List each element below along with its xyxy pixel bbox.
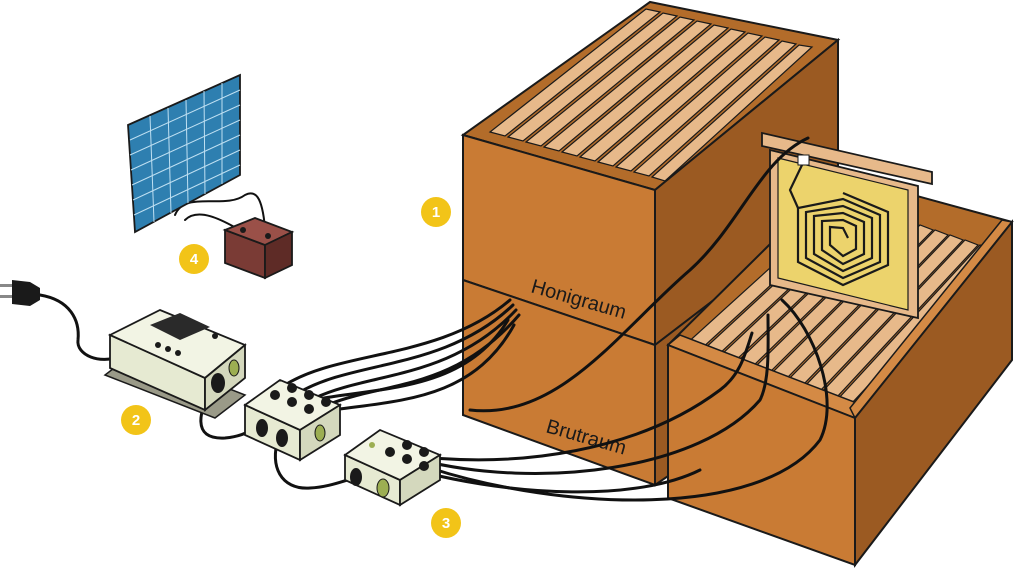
marker-2-number: 2: [132, 412, 140, 429]
junction-box-2: [343, 428, 442, 507]
battery: [222, 217, 295, 280]
marker-1: 1: [421, 197, 451, 227]
marker-1-number: 1: [432, 204, 440, 221]
marker-2: 2: [121, 405, 151, 435]
open-box-side: [854, 219, 1013, 568]
heating-frame: [761, 131, 933, 320]
controller-box: [103, 309, 247, 419]
heater-plate: [777, 157, 909, 311]
controller-display: [150, 313, 210, 340]
junction-box-1: [243, 378, 342, 462]
marker-4: 4: [179, 244, 209, 274]
honey-super-frames: [488, 8, 814, 182]
solar-panel: [127, 73, 241, 234]
power-plug-icon: [0, 280, 40, 306]
cables: [38, 136, 829, 502]
heating-spiral: [788, 164, 890, 287]
marker-3-number: 3: [442, 515, 450, 532]
marker-4-number: 4: [190, 251, 199, 268]
marker-3: 3: [431, 508, 461, 538]
